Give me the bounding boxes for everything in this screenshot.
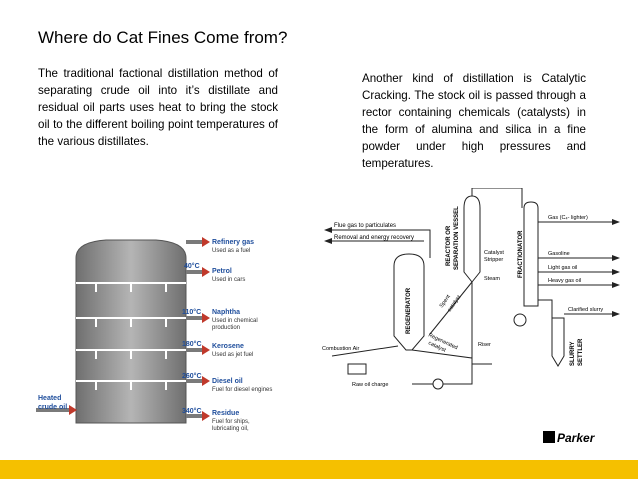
reactor-top-pipe	[471, 188, 523, 208]
fraction-use: Used in chemical	[212, 318, 258, 324]
removal-label: Removal and energy recovery	[334, 235, 414, 241]
gasoline-label: Gasoline	[548, 251, 570, 257]
slurry-settler	[551, 317, 565, 367]
fraction-name: Petrol	[212, 268, 232, 275]
reactor-vessel	[463, 195, 481, 283]
column-trays	[76, 282, 186, 390]
outlet-pipes	[186, 240, 202, 418]
fraction-name: Kerosene	[212, 343, 244, 350]
fraction-use: Used as jet fuel	[212, 352, 253, 358]
fraction-refinery-gas: Refinery gas Used as a fuel	[212, 239, 254, 254]
regenerator-vessel	[393, 253, 425, 351]
inlet-label-2: crude oil	[38, 404, 67, 411]
fraction-temp: 340°C	[182, 407, 202, 415]
fraction-use: Fuel for diesel engines	[212, 387, 272, 393]
fraction-name: Residue	[212, 410, 239, 417]
fraction-use: Used as a fuel	[212, 248, 250, 254]
fraction-use-2: lubricating oil,	[212, 426, 249, 432]
fraction-use: Fuel for ships,	[212, 419, 250, 425]
raw-oil-line	[412, 358, 473, 385]
logo-text: Parker	[557, 431, 596, 445]
regenerator-label: REGENERATOR	[406, 287, 412, 334]
fraction-use: Used in cars	[212, 277, 245, 283]
pump	[513, 313, 527, 327]
settler-label-2: SETTLER	[578, 338, 584, 366]
fraction-petrol: 40°C Petrol Used in cars	[184, 262, 245, 283]
fraction-temp: 260°C	[182, 372, 202, 380]
fractionator-label: FRACTIONATOR	[518, 230, 524, 278]
slurry-line	[538, 299, 553, 318]
combustion-air-label: Combustion Air	[322, 346, 359, 352]
fraction-naphtha: 110°C Naphtha Used in chemical productio…	[182, 308, 258, 331]
distillation-column-diagram: Heated crude oil Refinery gas Used as a …	[36, 237, 272, 432]
fraction-temp: 180°C	[182, 340, 202, 348]
settler-label-1: SLURRY	[570, 342, 576, 366]
outlet-arrows	[202, 237, 210, 421]
inlet-label-1: Heated	[38, 395, 61, 402]
fraction-kerosene: 180°C Kerosene Used as jet fuel	[182, 340, 253, 358]
steam-label: Steam	[484, 276, 500, 282]
fraction-name: Diesel oil	[212, 378, 243, 385]
page-title: Where do Cat Fines Come from?	[38, 28, 288, 47]
right-paragraph: Another kind of distillation is Catalyti…	[362, 72, 586, 170]
reactor-label-2: SEPARATION VESSEL	[454, 206, 460, 270]
raw-oil-label: Raw oil charge	[352, 382, 388, 388]
stripper-label-1: Catalyst	[484, 250, 504, 256]
left-paragraph: The traditional factional distillation m…	[38, 67, 278, 148]
blower	[347, 363, 367, 375]
catalytic-cracking-diagram: Flue gas to particulates Removal and ene…	[322, 188, 620, 390]
fraction-use-2: production	[212, 325, 240, 331]
light-gas-oil-label: Light gas oil	[548, 265, 577, 271]
fraction-name: Naphtha	[212, 309, 240, 316]
flue-gas-line	[332, 229, 431, 258]
riser-label: Riser	[478, 342, 491, 348]
fractionator-column	[523, 201, 539, 307]
stripper-label-2: Stripper	[484, 257, 503, 263]
pump-2	[432, 378, 444, 390]
heavy-gas-oil-label: Heavy gas oil	[548, 278, 581, 284]
gas-label: Gas (C₄- lighter)	[548, 215, 588, 221]
parker-logo: Parker	[543, 431, 596, 445]
fraction-residue: 340°C Residue Fuel for ships, lubricatin…	[182, 407, 250, 432]
fraction-temp: 110°C	[182, 308, 201, 316]
combustion-air-line	[331, 345, 399, 357]
fraction-temp: 40°C	[184, 262, 200, 270]
reactor-label-1: REACTOR OR	[446, 225, 452, 266]
fraction-name: Refinery gas	[212, 239, 254, 246]
bottom-accent-bar	[0, 460, 638, 479]
flue-gas-label: Flue gas to particulates	[334, 223, 396, 229]
fraction-diesel: 260°C Diesel oil Fuel for diesel engines	[182, 372, 272, 393]
clarified-slurry-label: Clarified slurry	[568, 307, 603, 313]
spent-catalyst-line	[429, 281, 473, 335]
crude-inlet-arrow	[69, 405, 77, 415]
fcc-arrows	[324, 219, 620, 317]
column-body	[75, 239, 187, 424]
